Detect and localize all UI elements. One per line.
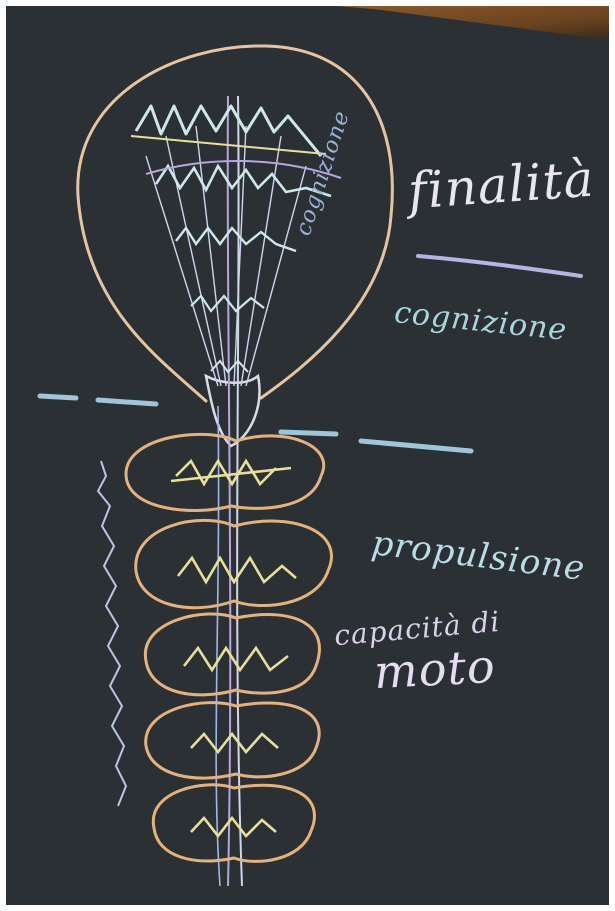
- bulb-outline: [78, 46, 393, 401]
- label-moto: moto: [373, 639, 497, 699]
- dash-line-left-2: [98, 400, 156, 404]
- segment-4: [146, 703, 319, 778]
- dash-line-right-1: [281, 432, 336, 434]
- spine-line-3: [216, 406, 220, 886]
- underline-finalita: [418, 256, 581, 276]
- segment-2: [136, 520, 332, 607]
- fan-line: [166, 136, 221, 386]
- dash-line-right-2: [361, 441, 471, 451]
- spine-line-1: [228, 96, 231, 886]
- segment-1: [126, 434, 324, 510]
- left-vertical-squiggle: [98, 461, 126, 806]
- fan-line: [196, 126, 226, 386]
- segment-3: [145, 614, 319, 695]
- fan-line: [234, 126, 246, 386]
- chalk-drawing: [6, 6, 609, 905]
- chalkboard: finalità cognizione cognizione propulsio…: [6, 6, 609, 905]
- bulb-squiggle-3: [176, 228, 296, 251]
- segment-5: [153, 785, 314, 862]
- fan-line: [246, 166, 306, 386]
- dash-line-left-1: [40, 396, 76, 398]
